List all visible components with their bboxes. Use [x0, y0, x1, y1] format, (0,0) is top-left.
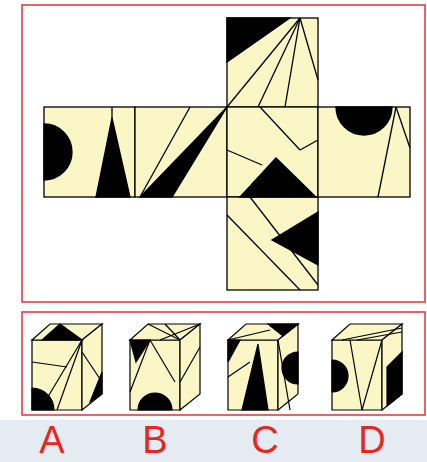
cube-option — [228, 324, 298, 410]
cube-net — [44, 18, 410, 290]
answer-band — [0, 420, 427, 462]
cube-option — [130, 324, 200, 410]
option-letter: B — [142, 420, 167, 460]
cube-option — [32, 324, 102, 410]
option-letter: A — [39, 420, 64, 460]
options-frame — [22, 312, 425, 415]
option-letter: C — [251, 420, 278, 460]
net-frame — [22, 5, 425, 302]
option-letter: D — [358, 420, 385, 460]
cube-option — [332, 324, 402, 410]
